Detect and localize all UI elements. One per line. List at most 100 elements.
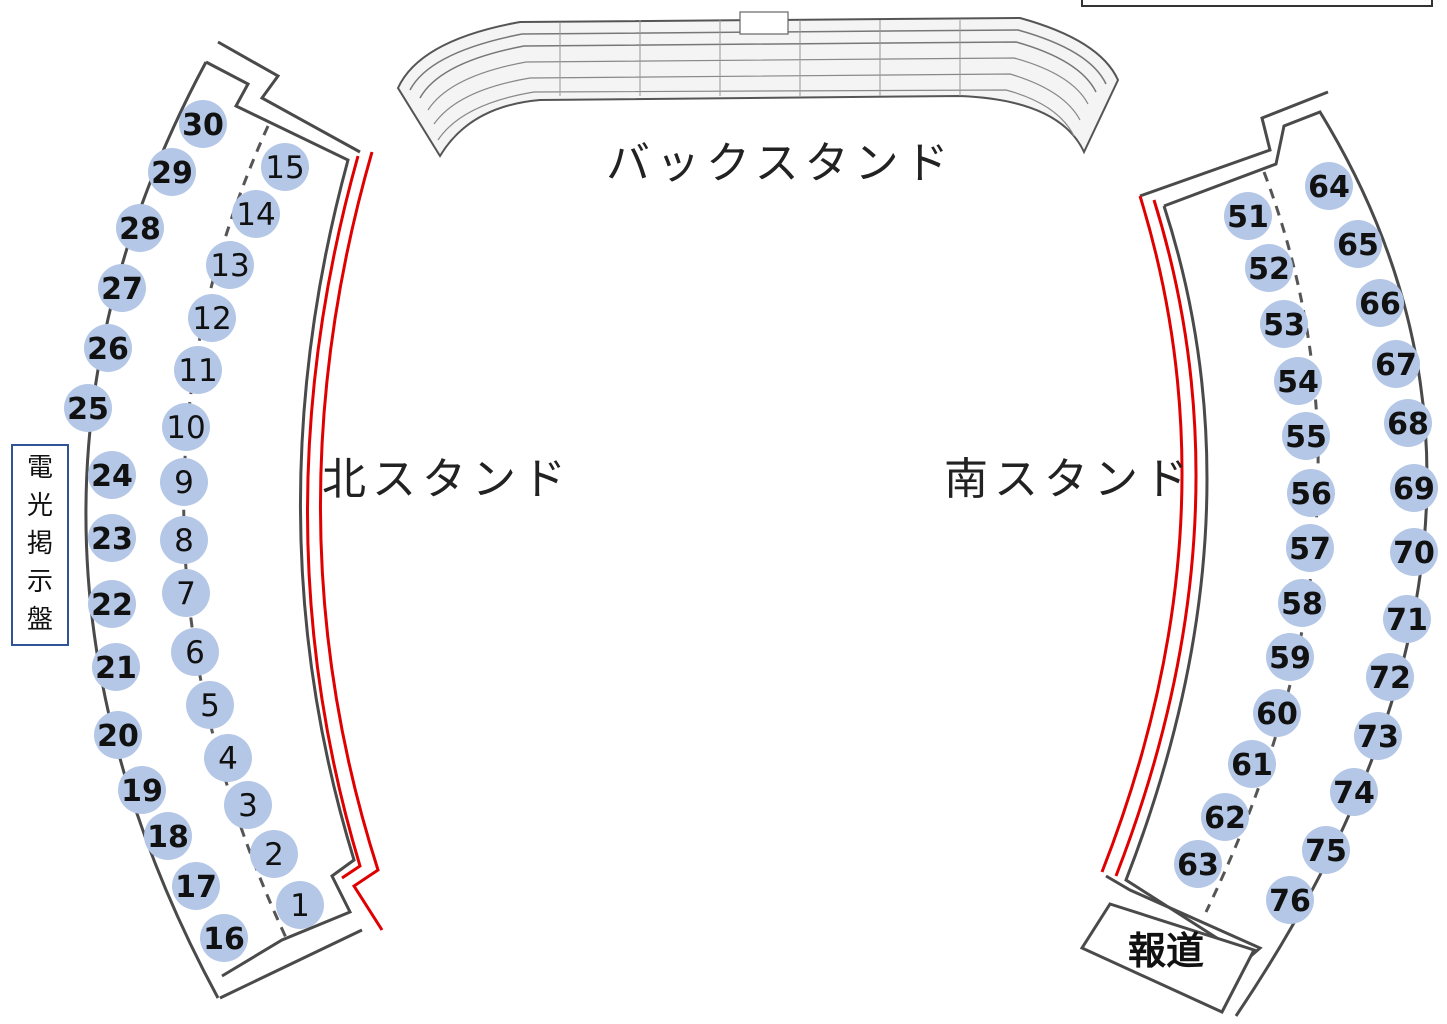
seat-marker: 71 [1383,595,1431,643]
seat-marker: 16 [200,914,248,962]
seat-circle [1354,712,1402,760]
back-stand-label: バックスタンド [606,138,955,189]
seat-number: 15 [265,150,304,186]
seat-marker: 15 [261,143,309,191]
seat-number: 70 [1393,536,1435,571]
seat-number: 59 [1269,641,1311,676]
seat-circle [1245,244,1293,292]
seat-number: 71 [1386,603,1428,638]
seat-marker: 17 [172,862,220,910]
seat-marker: 70 [1390,528,1438,576]
seat-circle [88,514,136,562]
seat-circle [116,204,164,252]
seat-marker: 69 [1390,464,1438,512]
seat-marker: 4 [204,734,252,782]
press-box-label: 報道 [1128,929,1204,973]
scoreboard-char: 光 [27,491,53,521]
seat-marker: 57 [1286,524,1334,572]
seat-marker: 56 [1287,469,1335,517]
seat-marker: 18 [144,812,192,860]
seat-number: 60 [1256,697,1298,732]
seat-marker: 19 [118,766,166,814]
seat-circle [1266,633,1314,681]
north-stand-label: 北スタンド [322,454,572,505]
seat-markers: 1234567891011121314151617181920212223242… [64,100,1438,962]
seat-marker: 64 [1305,162,1353,210]
seat-circle [232,190,280,238]
seat-number: 69 [1393,472,1435,507]
seat-number: 75 [1305,834,1347,869]
seat-circle [84,324,132,372]
seat-marker: 7 [162,569,210,617]
seat-number: 24 [91,459,133,494]
scoreboard-char: 掲 [27,529,53,559]
seat-marker: 22 [88,580,136,628]
seat-number: 61 [1231,748,1273,783]
north-stand-outline [84,40,384,1000]
seat-marker: 2 [250,830,298,878]
seat-circle [1253,689,1301,737]
seat-marker: 60 [1253,689,1301,737]
seat-marker: 68 [1384,399,1432,447]
seat-number: 52 [1248,252,1290,287]
seat-circle [1266,876,1314,924]
scoreboard-char: 電 [27,453,53,483]
seat-marker: 73 [1354,712,1402,760]
seat-number: 1 [290,888,310,924]
seat-circle [1356,279,1404,327]
seat-marker: 30 [179,100,227,148]
seat-marker: 53 [1260,300,1308,348]
seat-marker: 26 [84,324,132,372]
seat-marker: 29 [148,148,196,196]
seat-number: 29 [151,156,193,191]
seat-circle [144,812,192,860]
seat-circle [206,241,254,289]
seat-circle [1228,740,1276,788]
seat-number: 55 [1285,420,1327,455]
seat-number: 11 [178,353,217,389]
seat-marker: 9 [160,458,208,506]
scoreboard-box [11,444,69,646]
seat-marker: 5 [186,681,234,729]
seat-number: 63 [1177,848,1219,883]
seat-marker: 25 [64,384,112,432]
seat-number: 27 [101,272,143,307]
seat-circle [118,766,166,814]
seat-circle [1287,469,1335,517]
seat-number: 68 [1387,407,1429,442]
seat-circle [1302,826,1350,874]
seat-marker: 66 [1356,279,1404,327]
seat-marker: 23 [88,514,136,562]
seat-circle [250,830,298,878]
seat-circle [64,384,112,432]
seat-number: 72 [1369,661,1411,696]
scoreboard-char: 示 [27,567,53,597]
scoreboard-char: 盤 [27,605,53,635]
seat-number: 51 [1227,200,1269,235]
seat-circle [1224,192,1272,240]
seat-circle [224,781,272,829]
south-stand-label: 南スタンド [944,454,1194,505]
seat-circle [186,681,234,729]
seat-marker: 62 [1201,793,1249,841]
seat-number: 74 [1333,776,1375,811]
seat-number: 26 [87,332,129,367]
seat-number: 18 [147,820,189,855]
seat-number: 76 [1269,884,1311,919]
seat-number: 14 [236,197,275,233]
seat-marker: 65 [1334,220,1382,268]
seat-circle [160,516,208,564]
seat-circle [88,451,136,499]
seat-circle [200,914,248,962]
seat-circle [1174,840,1222,888]
seat-circle [1274,357,1322,405]
seat-number: 20 [97,719,139,754]
seat-number: 54 [1277,365,1319,400]
seat-number: 64 [1308,170,1350,205]
seat-marker: 1 [276,881,324,929]
seat-marker: 67 [1372,340,1420,388]
seat-marker: 20 [94,711,142,759]
seat-number: 53 [1263,308,1305,343]
seat-circle [98,264,146,312]
seat-circle [1282,412,1330,460]
